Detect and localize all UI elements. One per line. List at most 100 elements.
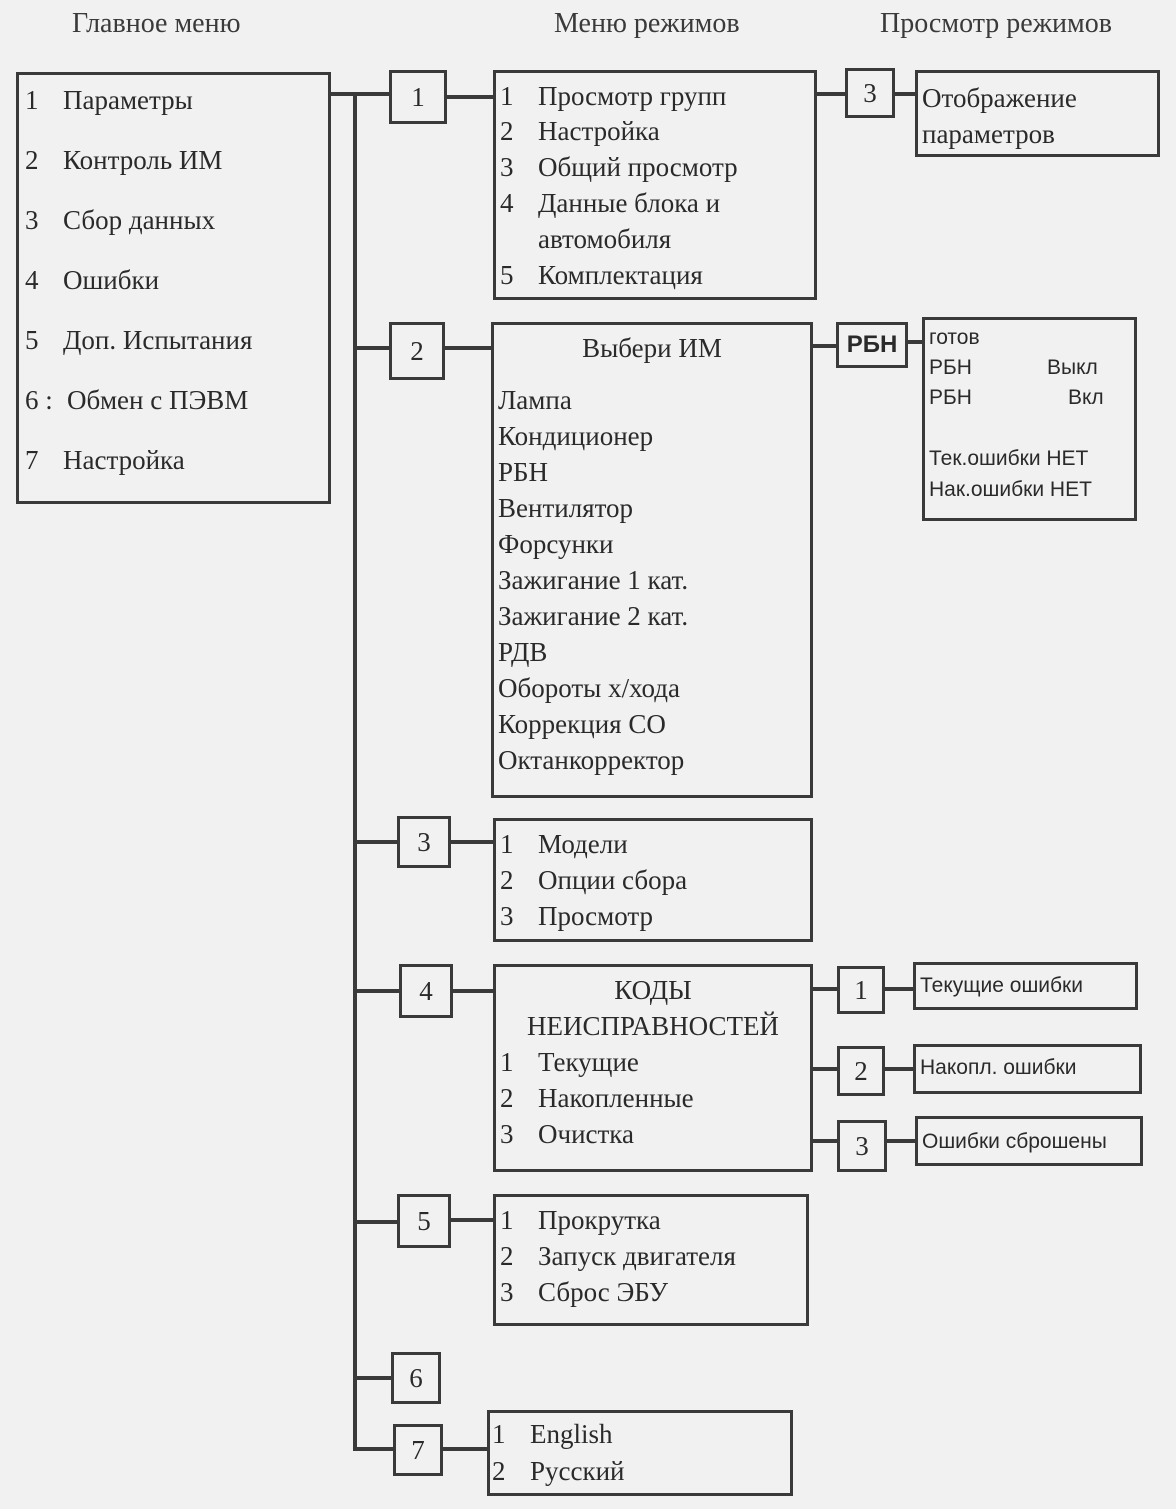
branch-box-6[interactable]: 6 <box>391 1352 441 1404</box>
connector-line <box>813 1139 839 1143</box>
item-label: Доп. Испытания <box>63 325 253 355</box>
item-number: 2 <box>500 116 514 146</box>
branch-box-4[interactable]: 4 <box>399 964 453 1018</box>
item-label: Обмен с ПЭВМ <box>67 385 249 415</box>
view-current-errors-num-box[interactable]: 1 <box>837 966 885 1014</box>
connector-line <box>813 344 838 348</box>
branch-box-7[interactable]: 7 <box>393 1424 443 1476</box>
item-label: Данные блока и <box>538 188 721 218</box>
main-menu-item-6[interactable]: 6 :Обмен с ПЭВМ <box>25 383 248 417</box>
actuator-item[interactable]: Октанкорректор <box>498 745 685 775</box>
view-cleared-errors-num-box[interactable]: 3 <box>837 1120 887 1172</box>
item-number: 2 <box>492 1456 506 1486</box>
branch-number: 4 <box>419 975 433 1006</box>
item-label: Текущие <box>538 1047 639 1077</box>
cleared-errors-text: Ошибки сброшены <box>922 1130 1107 1153</box>
connector-line <box>885 987 915 991</box>
fault-codes-item-1[interactable]: 1 Текущие <box>500 1045 639 1079</box>
item-label: автомобиля <box>538 224 672 254</box>
branch-number: 1 <box>854 974 868 1005</box>
item-label: Русский <box>530 1456 625 1486</box>
view-current-errors-box: Текущие ошибки <box>913 962 1138 1010</box>
item-number: 5 <box>25 325 39 355</box>
actuator-item[interactable]: РДВ <box>498 637 548 667</box>
item-number: 1 <box>500 1205 514 1235</box>
actuator-item[interactable]: Обороты х/хода <box>498 673 680 703</box>
actuator-item[interactable]: РБН <box>498 457 549 487</box>
connector-line <box>445 346 493 350</box>
branch-box-1[interactable]: 1 <box>389 70 447 124</box>
item-label: Прокрутка <box>538 1205 661 1235</box>
view-params-box: Отображение параметров <box>915 70 1160 157</box>
item-label: Общий просмотр <box>538 152 738 182</box>
actuator-item[interactable]: Лампа <box>498 385 572 415</box>
rbn-on-value: Вкл <box>1068 386 1104 409</box>
rbn-off-value: Выкл <box>1047 356 1098 379</box>
menu-data-item-1[interactable]: 1 Модели <box>500 827 628 861</box>
item-number: 1 <box>500 829 514 859</box>
item-label: Очистка <box>538 1119 635 1149</box>
item-label: Опции сбора <box>538 865 688 895</box>
connector-line <box>447 95 495 99</box>
actuator-item[interactable]: Коррекция СО <box>498 709 666 739</box>
view-rbn-box: готов РБН Выкл РБН Вкл Тек.ошибки НЕТ На… <box>922 317 1137 521</box>
main-menu-item-5[interactable]: 5 Доп. Испытания <box>25 323 252 357</box>
item-label: Комплектация <box>538 260 703 290</box>
view-cleared-errors-box: Ошибки сброшены <box>915 1116 1143 1166</box>
item-label: Модели <box>538 829 628 859</box>
item-label: Ошибки <box>63 265 160 295</box>
menu-params-item-4-cont: автомобиля <box>500 222 671 256</box>
item-label: Параметры <box>63 85 193 115</box>
connector-line <box>887 1139 917 1143</box>
actuator-item[interactable]: Зажигание 2 кат. <box>498 601 689 631</box>
connector-line <box>331 92 391 96</box>
main-menu-header: Главное меню <box>72 8 241 39</box>
item-number: 1 <box>500 1047 514 1077</box>
item-label: Настройка <box>63 445 185 475</box>
actuator-item[interactable]: Зажигание 1 кат. <box>498 565 689 595</box>
rbn-on-label: РБН <box>929 386 972 409</box>
item-number: 3 <box>500 1277 514 1307</box>
actuator-item[interactable]: Форсунки <box>498 529 614 559</box>
stored-errors-status: Нак.ошибки НЕТ <box>929 478 1092 501</box>
actuator-item[interactable]: Кондиционер <box>498 421 654 451</box>
actuator-item[interactable]: Вентилятор <box>498 493 634 523</box>
fault-codes-title-1: КОДЫ <box>614 975 692 1005</box>
view-stored-errors-num-box[interactable]: 2 <box>837 1046 885 1096</box>
item-number: 2 <box>500 1241 514 1271</box>
item-number: 1 <box>25 85 39 115</box>
connector-line <box>813 1067 839 1071</box>
view-rbn-label-box[interactable]: РБН <box>836 322 908 368</box>
extra-tests-item-1[interactable]: 1 Прокрутка <box>500 1203 661 1237</box>
branch-number: 3 <box>417 826 431 857</box>
main-menu-item-1[interactable]: 1 Параметры <box>25 83 193 117</box>
branch-box-3[interactable]: 3 <box>397 816 451 868</box>
language-item-2[interactable]: 2 Русский <box>492 1454 625 1488</box>
view-params-num-box[interactable]: 3 <box>845 68 895 118</box>
view-stored-errors-box: Накопл. ошибки <box>913 1044 1142 1094</box>
branch-box-5[interactable]: 5 <box>397 1194 451 1248</box>
branch-number: 2 <box>854 1055 868 1086</box>
connector-line <box>353 1447 395 1451</box>
rbn-off-label: РБН <box>929 356 972 379</box>
branch-box-2[interactable]: 2 <box>389 322 445 380</box>
